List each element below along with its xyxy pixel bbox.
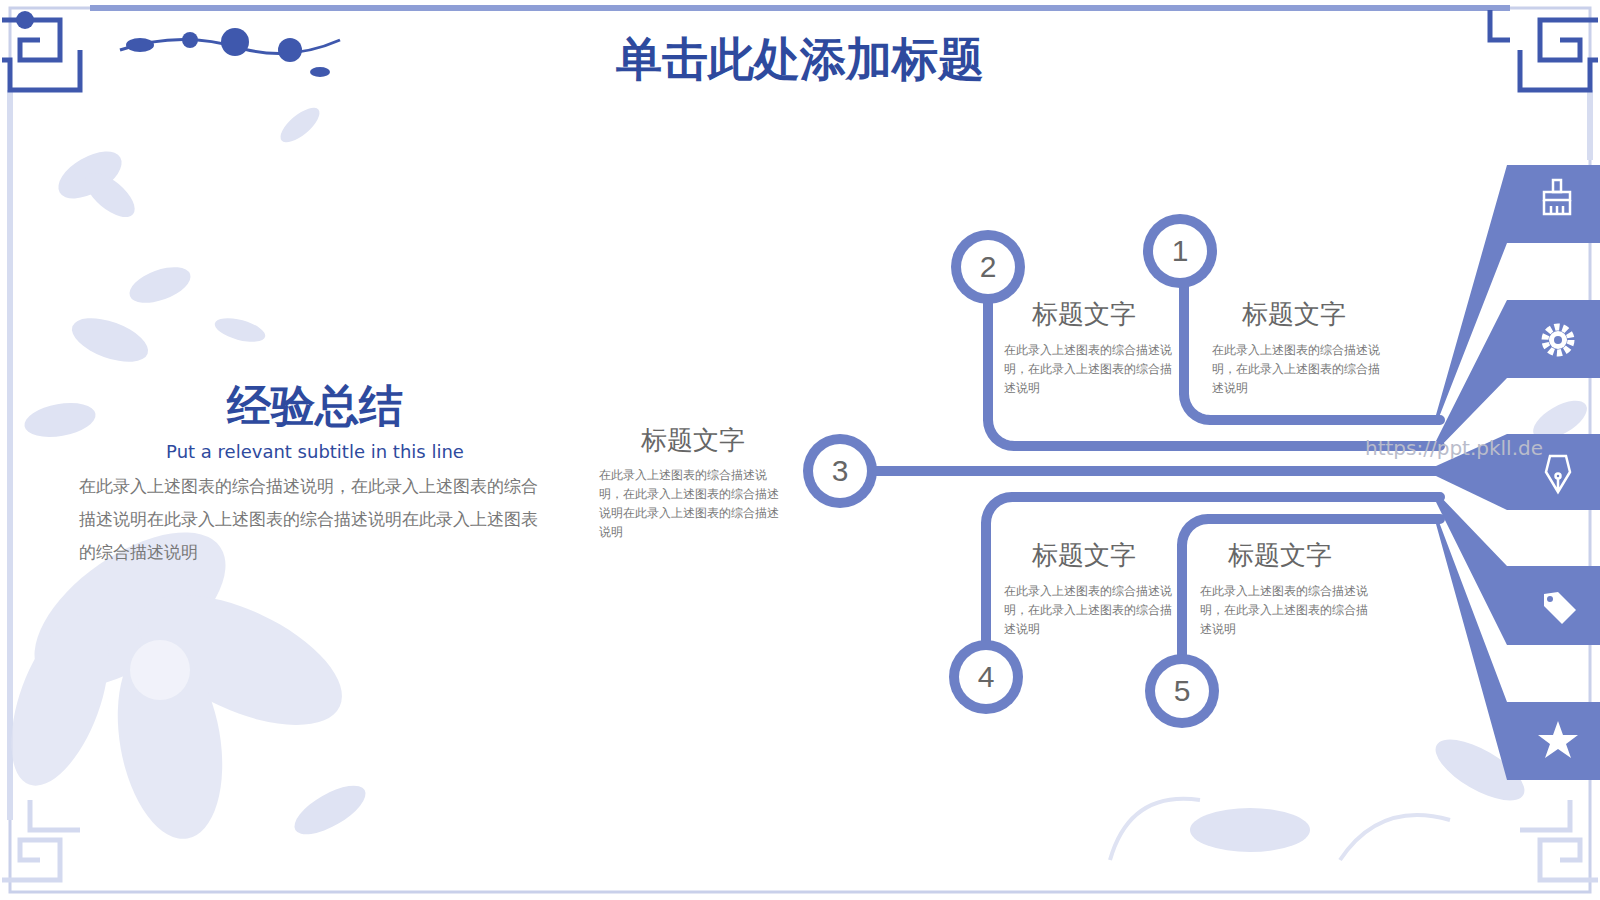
number-circle: 3 [803, 434, 877, 508]
number-circle: 4 [949, 640, 1023, 714]
callout-number: 4 [949, 640, 1023, 714]
side-tabs [1436, 165, 1600, 780]
brush-icon [1544, 180, 1570, 214]
faint-flowers [0, 102, 1593, 860]
item-description: 在此录入上述图表的综合描述说明，在此录入上述图表的综合描述说明 [1004, 341, 1172, 398]
item-heading: 标题文字 [608, 423, 778, 457]
frame [10, 8, 1590, 892]
callout-number: 1 [1143, 214, 1217, 288]
section-heading: 经验总结 [165, 378, 465, 434]
subtitle: Put a relevant subtitle in this line [115, 440, 515, 464]
corner-fret [2, 10, 1598, 90]
side-tab [1436, 492, 1600, 645]
flower-branch [16, 11, 340, 77]
side-tab [1436, 300, 1600, 451]
callout-number: 5 [1145, 654, 1219, 728]
branch-line [1184, 287, 1440, 420]
callout-number: 3 [803, 434, 877, 508]
callout-number: 2 [951, 230, 1025, 304]
item-heading: 标题文字 [1209, 297, 1379, 331]
item-heading: 标题文字 [999, 538, 1169, 572]
item-description: 在此录入上述图表的综合描述说明，在此录入上述图表的综合描述说明在此录入上述图表的… [599, 466, 787, 542]
item-heading: 标题文字 [1195, 538, 1365, 572]
branch-lines [876, 287, 1440, 655]
item-description: 在此录入上述图表的综合描述说明，在此录入上述图表的综合描述说明 [1212, 341, 1380, 398]
side-tab [1436, 165, 1600, 425]
number-circle: 1 [1143, 214, 1217, 288]
branch-line [1182, 519, 1440, 655]
number-circle: 2 [951, 230, 1025, 304]
slide-title: 单击此处添加标题 [400, 30, 1200, 88]
gear-icon [1545, 327, 1571, 353]
side-tab [1436, 514, 1600, 780]
number-circle: 5 [1145, 654, 1219, 728]
item-description: 在此录入上述图表的综合描述说明，在此录入上述图表的综合描述说明 [1004, 582, 1172, 639]
branch-line [876, 466, 1440, 476]
pen-icon [1546, 456, 1570, 492]
watermark: https://ppt.pkll.de [1365, 436, 1590, 460]
star-icon [1538, 721, 1578, 758]
item-description: 在此录入上述图表的综合描述说明，在此录入上述图表的综合描述说明 [1200, 582, 1368, 639]
tab-icons [1538, 180, 1578, 758]
tag-icon [1544, 592, 1576, 624]
body-text: 在此录入上述图表的综合描述说明，在此录入上述图表的综合描述说明在此录入上述图表的… [79, 470, 541, 569]
item-heading: 标题文字 [999, 297, 1169, 331]
